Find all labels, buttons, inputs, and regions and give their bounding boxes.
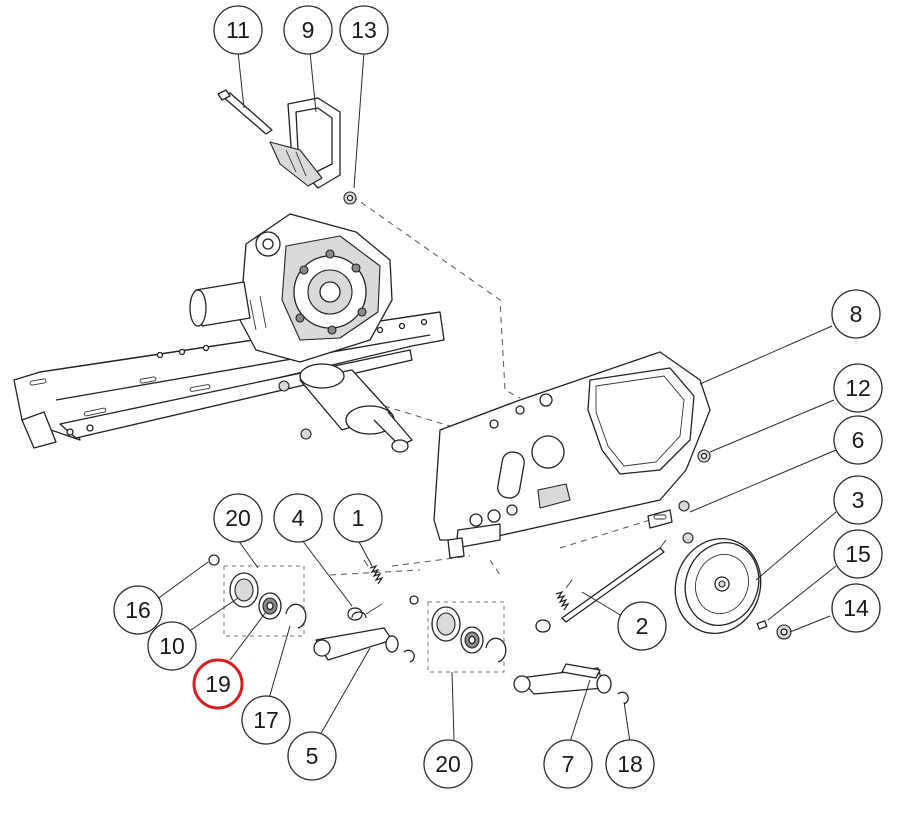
callout-2: 2 xyxy=(617,601,667,651)
callout-label: 16 xyxy=(125,597,151,623)
callouts: 11 9 13 8 12 6 3 15 xyxy=(113,5,883,789)
callout-label: 4 xyxy=(292,505,305,531)
spring-1 xyxy=(363,559,384,585)
pulley-part xyxy=(674,538,762,634)
callout-label: 14 xyxy=(843,595,869,621)
callout-label: 12 xyxy=(845,375,871,401)
callout-20-right: 20 xyxy=(423,739,473,789)
callout-label: 2 xyxy=(636,613,649,639)
bracket-part xyxy=(269,97,341,189)
callout-label: 19 xyxy=(205,671,231,697)
gearbox xyxy=(189,213,393,363)
callout-label: 10 xyxy=(159,633,185,659)
callout-label: 5 xyxy=(306,743,319,769)
callout-label: 6 xyxy=(852,427,865,453)
callout-label: 11 xyxy=(226,17,250,43)
callout-10: 10 xyxy=(147,621,197,671)
lever-arm-5 xyxy=(313,627,415,663)
callout-18: 18 xyxy=(605,739,655,789)
leader-lines xyxy=(155,51,837,743)
callout-1: 1 xyxy=(333,493,383,543)
nut-14 xyxy=(776,624,792,640)
callout-11: 11 xyxy=(213,5,263,55)
bolt-part xyxy=(217,89,273,135)
callout-label: 1 xyxy=(352,505,365,531)
axle-hub xyxy=(278,363,413,453)
torsion-spring-4 xyxy=(347,603,383,621)
callout-label: 20 xyxy=(225,505,251,531)
callout-16: 16 xyxy=(113,585,163,635)
callout-label: 13 xyxy=(351,17,377,43)
bearing-group-right xyxy=(409,595,507,673)
callout-4: 4 xyxy=(273,493,323,543)
callout-label: 17 xyxy=(253,707,279,733)
callout-13: 13 xyxy=(339,5,389,55)
callout-19: 19 xyxy=(192,658,244,710)
callout-6: 6 xyxy=(833,415,883,465)
callout-5: 5 xyxy=(287,731,337,781)
spring-2 xyxy=(555,579,573,611)
callout-12: 12 xyxy=(833,363,883,413)
callout-label: 18 xyxy=(617,751,643,777)
nut-part xyxy=(343,191,357,205)
lever-arm-7 xyxy=(513,619,629,705)
callout-8: 8 xyxy=(831,289,881,339)
side-plate xyxy=(433,351,711,559)
callout-7: 7 xyxy=(543,739,593,789)
callout-20-left: 20 xyxy=(213,493,263,543)
callout-label: 20 xyxy=(435,751,461,777)
callout-9: 9 xyxy=(283,5,333,55)
callout-3: 3 xyxy=(833,475,883,525)
callout-label: 8 xyxy=(850,301,863,327)
bearing-group-left xyxy=(208,554,307,637)
slot-bracket-6 xyxy=(647,500,694,544)
nut-12 xyxy=(697,449,711,463)
callout-label: 15 xyxy=(845,541,871,567)
callout-14: 14 xyxy=(831,583,881,633)
callout-label: 9 xyxy=(302,17,315,43)
rod-part xyxy=(561,539,667,623)
washer-15 xyxy=(756,620,768,630)
callout-15: 15 xyxy=(833,529,883,579)
callout-label: 3 xyxy=(852,487,865,513)
callout-17: 17 xyxy=(241,695,291,745)
callout-label: 7 xyxy=(562,751,575,777)
